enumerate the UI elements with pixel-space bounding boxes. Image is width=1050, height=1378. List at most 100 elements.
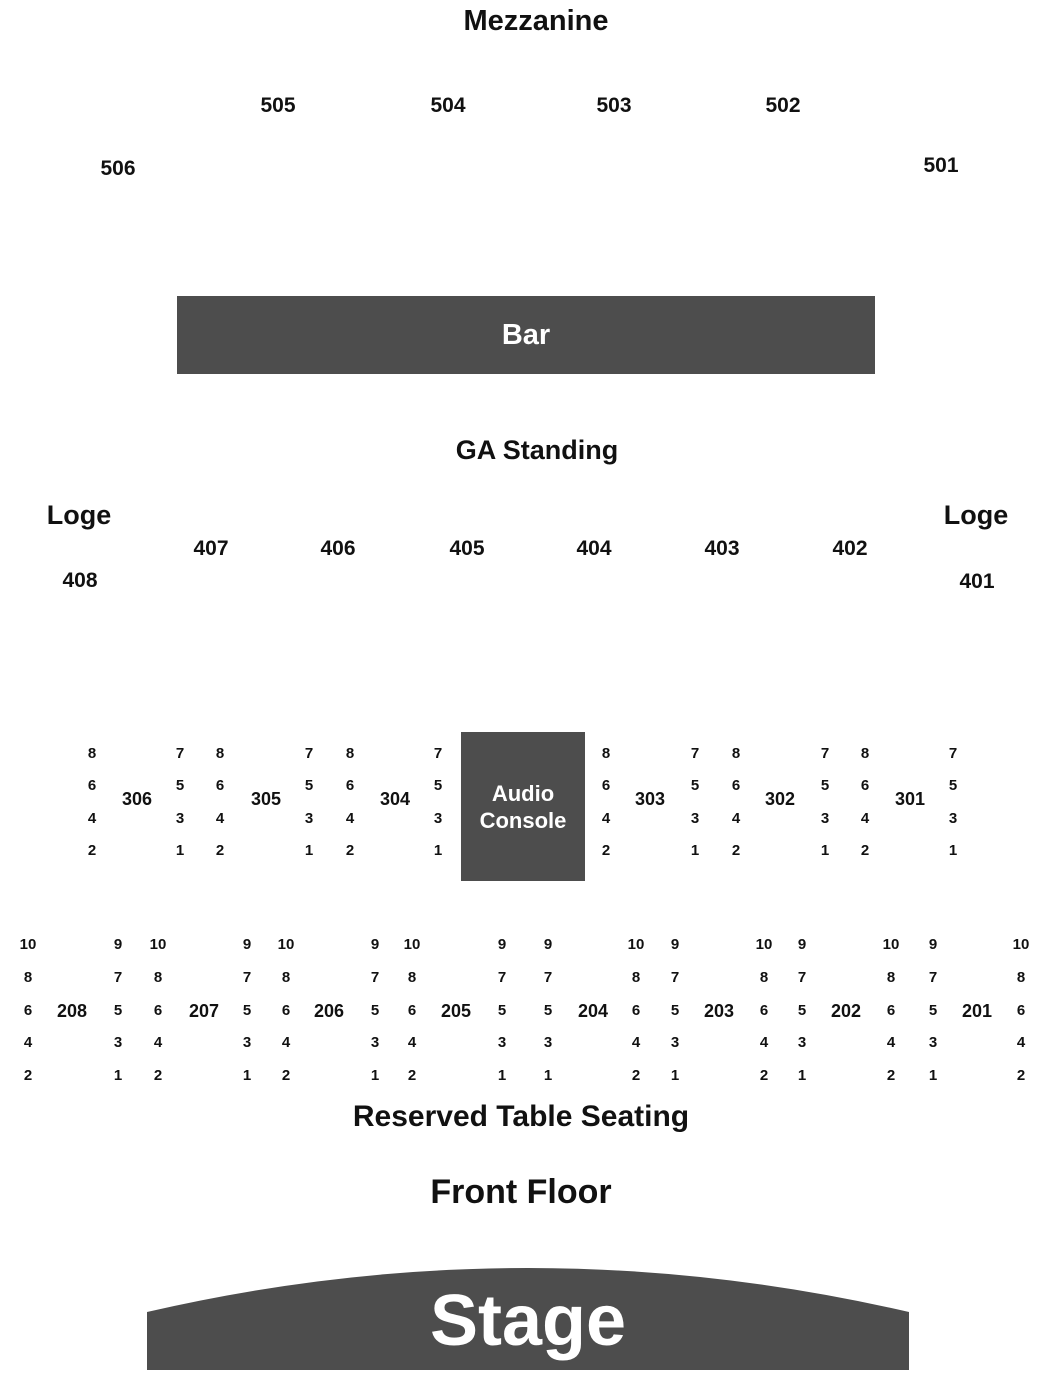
section-502[interactable]: 502 (765, 94, 801, 117)
section-306[interactable]: 306 (121, 789, 153, 809)
stage-label: Stage (429, 1281, 627, 1361)
section-205[interactable]: 205 (440, 1001, 472, 1021)
row-number: 8 (87, 745, 97, 762)
row-number: 10 (19, 936, 37, 953)
row-number: 8 (215, 745, 225, 762)
section-407[interactable]: 407 (193, 537, 229, 560)
row-number: 4 (601, 809, 611, 827)
row-number: 5 (690, 777, 700, 795)
row-number: 1 (928, 1067, 938, 1085)
row-number: 2 (23, 1067, 33, 1085)
row-number: 1 (113, 1067, 123, 1085)
section-204[interactable]: 204 (577, 1001, 609, 1021)
section-201[interactable]: 201 (961, 1001, 993, 1021)
row-number: 8 (281, 968, 291, 986)
section-207[interactable]: 207 (188, 1001, 220, 1021)
row-number: 10 (277, 936, 295, 953)
row-number: 3 (543, 1034, 553, 1052)
section-208[interactable]: 208 (56, 1001, 88, 1021)
section-506[interactable]: 506 (100, 157, 136, 180)
row-number: 5 (242, 1001, 252, 1019)
row-number: 8 (731, 745, 741, 762)
row-number: 3 (948, 809, 958, 827)
audio-console: Audio Console (461, 732, 585, 881)
row-number: 10 (1012, 936, 1030, 953)
row-number: 9 (797, 936, 807, 953)
row-number: 9 (370, 936, 380, 953)
row-number: 2 (153, 1067, 163, 1085)
row-number: 9 (113, 936, 123, 953)
row-number: 3 (242, 1034, 252, 1052)
row-number: 4 (860, 809, 870, 827)
row-number: 4 (23, 1034, 33, 1052)
row-number: 6 (87, 777, 97, 795)
row-number: 4 (345, 809, 355, 827)
row-number: 8 (153, 968, 163, 986)
row-number: 7 (175, 745, 185, 762)
row-number: 8 (759, 968, 769, 986)
section-504[interactable]: 504 (430, 94, 466, 117)
row-number: 4 (1016, 1034, 1026, 1052)
section-503[interactable]: 503 (596, 94, 632, 117)
row-number: 7 (670, 968, 680, 986)
row-number: 5 (113, 1001, 123, 1019)
row-number: 7 (497, 968, 507, 986)
section-501[interactable]: 501 (923, 154, 959, 177)
section-305[interactable]: 305 (250, 789, 282, 809)
row-number: 6 (1016, 1001, 1026, 1019)
row-number: 2 (759, 1067, 769, 1085)
section-405[interactable]: 405 (449, 537, 485, 560)
row-number: 6 (631, 1001, 641, 1019)
section-304[interactable]: 304 (379, 789, 411, 809)
row-number: 1 (797, 1067, 807, 1085)
row-number: 8 (631, 968, 641, 986)
row-number: 6 (345, 777, 355, 795)
section-404[interactable]: 404 (576, 537, 612, 560)
row-number: 4 (759, 1034, 769, 1052)
row-number: 9 (543, 936, 553, 953)
row-number: 2 (601, 841, 611, 859)
section-402[interactable]: 402 (832, 537, 868, 560)
row-number: 1 (497, 1067, 507, 1085)
row-number: 8 (407, 968, 417, 986)
row-number: 8 (23, 968, 33, 986)
section-406[interactable]: 406 (320, 537, 356, 560)
row-number: 6 (601, 777, 611, 795)
section-206[interactable]: 206 (313, 1001, 345, 1021)
row-number: 1 (242, 1067, 252, 1085)
row-number: 5 (928, 1001, 938, 1019)
row-number: 3 (175, 809, 185, 827)
section-202[interactable]: 202 (830, 1001, 862, 1021)
audio-console-line-1: Audio (491, 780, 555, 806)
row-number: 2 (281, 1067, 291, 1085)
section-505[interactable]: 505 (260, 94, 296, 117)
section-303[interactable]: 303 (634, 789, 666, 809)
section-302[interactable]: 302 (764, 789, 796, 809)
row-number: 1 (370, 1067, 380, 1085)
row-number: 10 (149, 936, 167, 953)
row-number: 5 (175, 777, 185, 795)
section-403[interactable]: 403 (704, 537, 740, 560)
row-number: 3 (797, 1034, 807, 1052)
row-number: 5 (670, 1001, 680, 1019)
row-number: 6 (215, 777, 225, 795)
section-408[interactable]: 408 (62, 569, 98, 592)
row-number: 3 (670, 1034, 680, 1052)
row-number: 7 (242, 968, 252, 986)
section-401[interactable]: 401 (959, 570, 995, 593)
row-number: 5 (543, 1001, 553, 1019)
row-number: 6 (759, 1001, 769, 1019)
row-number: 7 (113, 968, 123, 986)
row-number: 6 (407, 1001, 417, 1019)
row-number: 2 (886, 1067, 896, 1085)
row-number: 4 (407, 1034, 417, 1052)
row-number: 8 (886, 968, 896, 986)
row-number: 4 (886, 1034, 896, 1052)
row-number: 1 (543, 1067, 553, 1085)
row-number: 3 (304, 809, 314, 827)
row-number: 5 (433, 777, 443, 795)
row-number: 10 (882, 936, 900, 953)
section-301[interactable]: 301 (894, 789, 926, 809)
section-203[interactable]: 203 (703, 1001, 735, 1021)
ga-standing-label: GA Standing (455, 435, 619, 465)
